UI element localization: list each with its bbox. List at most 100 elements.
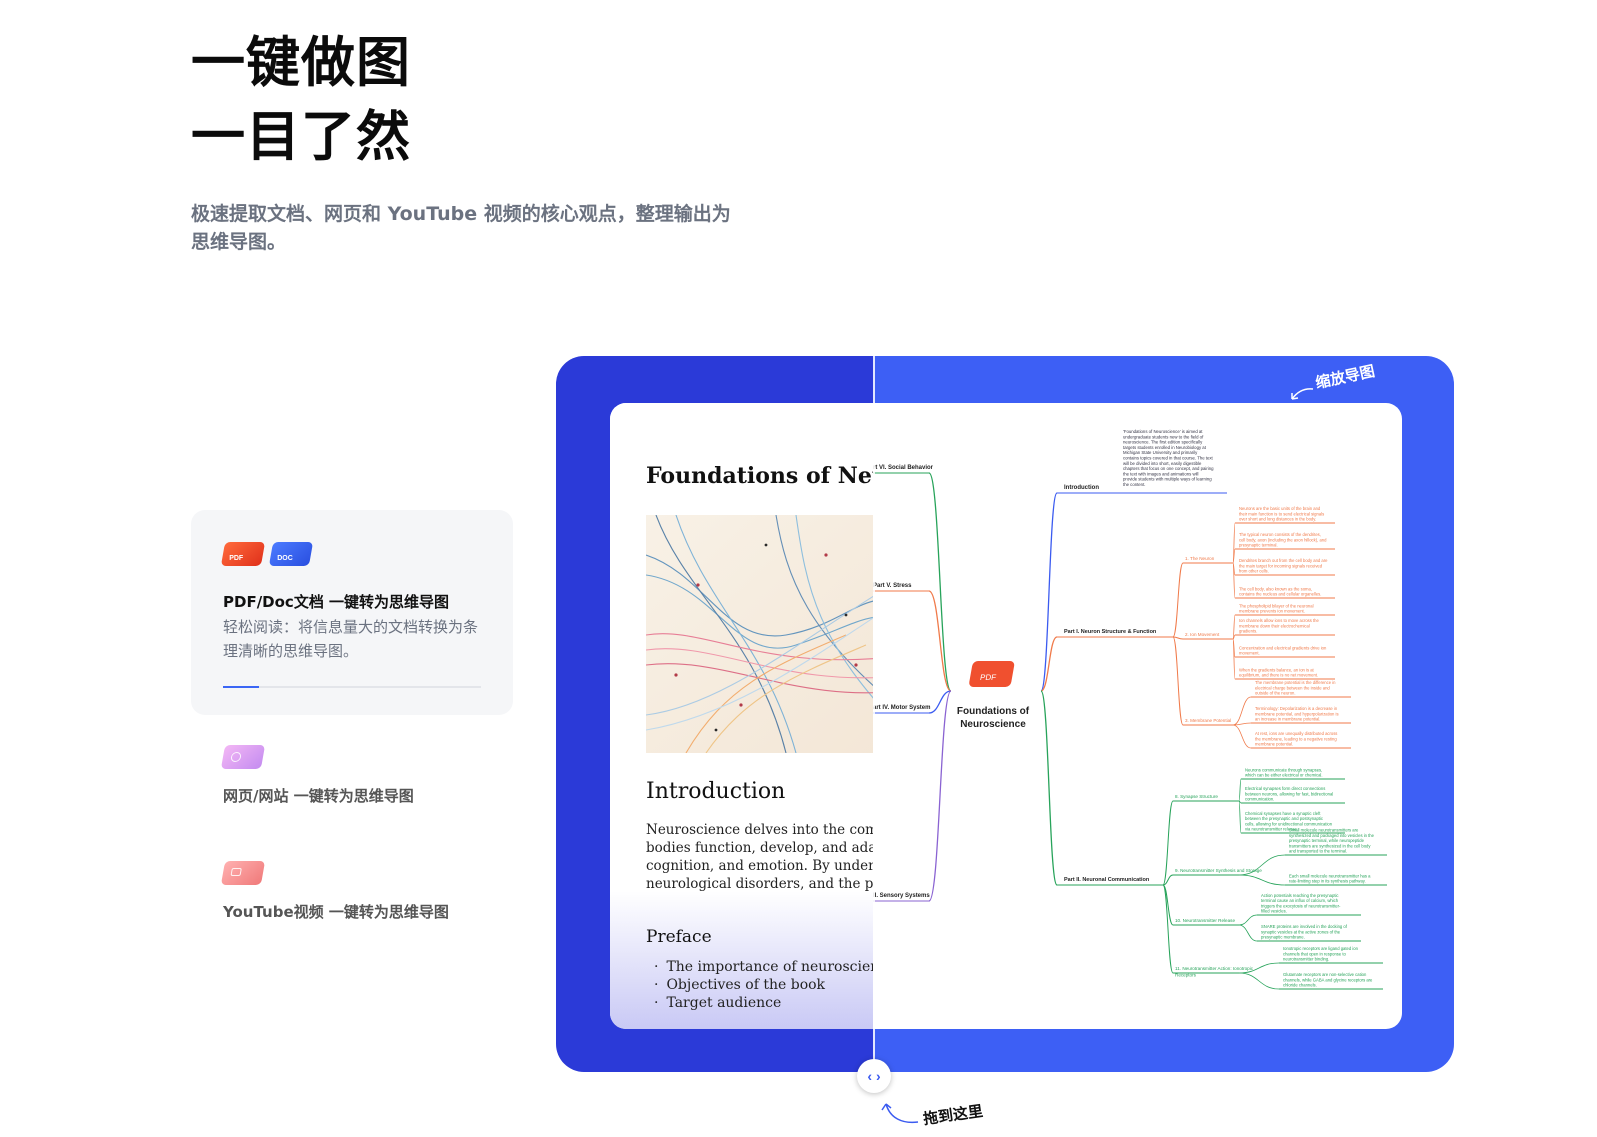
mindmap-branch-right: Part II. Neuronal Communication	[1064, 877, 1150, 883]
document-title: Foundations of Neuro	[646, 463, 873, 489]
mindmap-leaf: Chemical synapses have a synaptic cleft	[1245, 811, 1321, 816]
mindmap-leaf: Concentration and electrical gradients d…	[1239, 645, 1327, 650]
mindmap-leaf: the main target for incoming signals rec…	[1239, 563, 1323, 568]
mindmap-connector	[1232, 562, 1236, 599]
mindmap-note: will be divided into short, easily diges…	[1123, 461, 1202, 466]
mindmap-leaf: channels, while GABA and glycine recepto…	[1283, 977, 1373, 982]
mindmap-note: undergraduate students new to the field …	[1123, 434, 1204, 439]
feature-progress-track	[223, 686, 481, 688]
mindmap-leaf: channels that open in response to	[1283, 951, 1347, 956]
mindmap-leaf: At rest, ions are unequally distributed …	[1255, 731, 1337, 736]
svg-text:PDF: PDF	[979, 673, 997, 682]
mindmap-note: neuroscience. The first edition specific…	[1123, 440, 1203, 445]
doc-file-icon: DOC	[268, 542, 314, 566]
chevron-left-right-icon: ‹ ›	[867, 1068, 881, 1084]
mindmap-subbranch: 11. Neurotransmitter Action: Ionotropic	[1175, 966, 1254, 971]
mindmap-connector	[1232, 638, 1236, 680]
mindmap-subbranch: 1. The Neuron	[1185, 556, 1215, 561]
mindmap-leaf: between the presynaptic and postsynaptic	[1245, 816, 1323, 821]
mindmap-leaf: cells, allowing for unidirectional commu…	[1245, 821, 1333, 826]
mindmap-connector	[928, 690, 952, 714]
hero-title: 一键做图 一目了然	[191, 26, 411, 174]
mindmap-leaf: Action potentials reaching the presynapt…	[1261, 893, 1339, 898]
mindmap-leaf: membrane potential.	[1255, 742, 1293, 747]
feature-progress-fill	[223, 686, 260, 688]
mindmap-connector	[1238, 874, 1286, 886]
mindmap-leaf: presynaptic membrane.	[1261, 935, 1305, 940]
mindmap-branch-right: Introduction	[1064, 485, 1099, 491]
list-item: The importance of neuroscienc	[654, 958, 873, 976]
mindmap-leaf: membrane down their electrochemical	[1239, 623, 1310, 628]
mindmap-connector	[1162, 874, 1174, 886]
mindmap-leaf: gradients.	[1239, 629, 1257, 634]
mindmap-leaf: The phospholipid bilayer of the neuronal	[1239, 603, 1314, 608]
feature-title: PDF/Doc文档 一键转为思维导图	[223, 593, 450, 611]
mindmap-leaf: via neurotransmitter release.	[1245, 827, 1298, 832]
mindmap-branch-left: rt VI. Social Behavior	[873, 465, 934, 471]
mindmap-subbranch: 2. Ion Movement	[1185, 632, 1220, 637]
mindmap-connector	[928, 590, 952, 692]
mindmap-branch-left: Part V. Stress	[873, 583, 912, 589]
drag-handle[interactable]: ‹ ›	[857, 1059, 891, 1093]
mindmap-leaf: Ion channels allow ions to move across t…	[1239, 618, 1320, 623]
mindmap-leaf: movement.	[1239, 651, 1260, 656]
mindmap-connector	[1040, 690, 1058, 886]
mindmap-leaf: between neurons, allowing for fast, bidi…	[1245, 791, 1333, 796]
mindmap-leaf: Ionotropic receptors are ligand gated io…	[1283, 946, 1359, 951]
globe-icon	[220, 745, 266, 769]
compare-divider[interactable]	[873, 356, 875, 1072]
mindmap-connector	[1040, 492, 1058, 692]
list-item: Objectives of the book	[654, 976, 873, 994]
mindmap-root-label: Neuroscience	[960, 719, 1026, 730]
mindmap-leaf: their main function is to send electrica…	[1239, 511, 1324, 516]
mindmap-connector	[1172, 636, 1184, 640]
mindmap-note: chapters that focus on one concept, and …	[1123, 466, 1214, 471]
feature-item-web[interactable]: 网页/网站 一键转为思维导图	[220, 745, 414, 806]
mindmap-leaf: an increase in membrane potential.	[1255, 717, 1320, 722]
mindmap-preview[interactable]: PDF Foundations of Neuroscience rt VI. Soci…	[873, 403, 1402, 1029]
mindmap-connector	[1232, 722, 1252, 726]
mindmap-subbranch: 10. Neurotransmitter Release	[1175, 918, 1235, 923]
mindmap-note: the text with images and animations will	[1123, 471, 1199, 476]
mindmap-note: 'Foundations of Neuroscience' is aimed a…	[1123, 429, 1203, 434]
mindmap-leaf: Dendrites branch out from the cell body …	[1239, 558, 1328, 563]
feature-card-document[interactable]: PDF DOC PDF/Doc文档 一键转为思维导图 轻松阅读：将信息量大的文档…	[191, 510, 513, 715]
mindmap-canvas[interactable]: PDF Foundations of Neuroscience rt VI. Soci…	[873, 403, 1402, 1029]
mindmap-branch-left: art IV. Motor System	[873, 705, 930, 711]
video-icon	[220, 861, 266, 885]
feature-description: 轻松阅读：将信息量大的文档转换为条理清晰的思维导图。	[223, 618, 479, 660]
mindmap-leaf: outside of the neuron.	[1255, 691, 1296, 696]
mindmap-leaf: from other cells.	[1239, 569, 1269, 574]
mindmap-leaf: Electrical synapses form direct connecti…	[1245, 786, 1325, 791]
mindmap-connector	[1040, 636, 1058, 692]
feature-item-web-label: 网页/网站 一键转为思维导图	[223, 787, 414, 805]
mindmap-leaf: Small molecule neurotransmitters are	[1289, 828, 1359, 833]
mindmap-leaf: electrical charge between the inside and	[1255, 685, 1330, 690]
mindmap-leaf: transmitters are synthesized in the cell…	[1289, 843, 1371, 848]
mindmap-leaf: Neurons are the basic units of the brain…	[1239, 506, 1321, 511]
mindmap-leaf: which can be either electrical or chemic…	[1245, 773, 1323, 778]
mindmap-leaf: membrane prevents ion movement.	[1239, 609, 1305, 614]
mindmap-leaf: equilibrium, and there is no net movemen…	[1239, 673, 1318, 678]
feature-item-youtube[interactable]: YouTube视频 一键转为思维导图	[220, 861, 449, 922]
mindmap-subbranch: 8. Synapse Structure	[1175, 794, 1218, 799]
mindmap-leaf: over short and long distances in the bod…	[1239, 517, 1316, 522]
mindmap-leaf: presynaptic terminal.	[1239, 543, 1278, 548]
preface-heading: Preface	[646, 927, 712, 947]
mindmap-note: contains topics covered in that course. …	[1123, 456, 1214, 461]
hero-subtitle: 极速提取文档、网页和 YouTube 视频的核心观点，整理输出为思维导图。	[191, 203, 731, 253]
mindmap-leaf: Neurons communicate through synapses,	[1245, 767, 1322, 772]
curved-arrow-icon	[1291, 388, 1314, 400]
mindmap-leaf: The membrane potential is the difference…	[1255, 680, 1336, 685]
hero-title-line-1: 一键做图	[191, 31, 411, 94]
mindmap-leaf: triggers the exocytosis of neurotransmit…	[1261, 903, 1341, 908]
mindmap-leaf: and transported to the terminal.	[1289, 849, 1347, 854]
mindmap-connector	[1238, 962, 1280, 974]
pdf-file-icon: PDF	[220, 542, 266, 566]
mindmap-root-label: Foundations of	[957, 706, 1030, 717]
document-heading: Introduction	[646, 779, 786, 804]
hero-title-line-2: 一目了然	[191, 105, 411, 168]
mindmap-branch-right: Part I. Neuron Structure & Function	[1064, 629, 1157, 635]
mindmap-note: targets students enrolled in Neurobiolog…	[1123, 445, 1207, 450]
mindmap-leaf: SNARE proteins are involved in the docki…	[1261, 924, 1348, 929]
